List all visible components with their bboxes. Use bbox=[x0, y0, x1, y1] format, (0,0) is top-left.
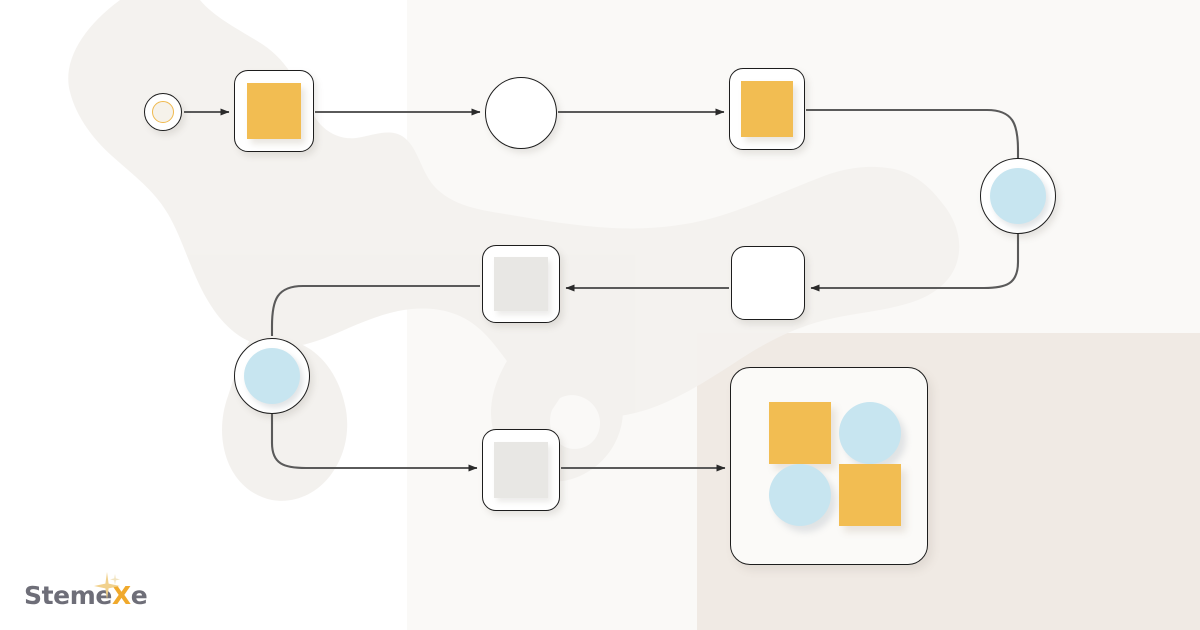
task-grey-square-icon bbox=[494, 442, 548, 498]
task-node-grey-1[interactable] bbox=[482, 245, 560, 323]
gateway-node-white-1[interactable] bbox=[485, 77, 557, 149]
logo-text-suffix: e bbox=[130, 580, 148, 610]
event-node-blue-right[interactable] bbox=[980, 158, 1056, 234]
group-item-square-bottom-right bbox=[839, 464, 901, 526]
group-collection-node[interactable] bbox=[730, 367, 928, 565]
logo-accent-x: X bbox=[111, 580, 131, 610]
connector-event2-to-task5 bbox=[270, 414, 478, 472]
group-item-square-top-left bbox=[769, 402, 831, 464]
brand-logo-text: StemeXe bbox=[24, 571, 148, 610]
group-item-circle-top-right bbox=[839, 402, 901, 464]
task-grey-square-icon bbox=[494, 257, 548, 311]
start-event-node[interactable] bbox=[144, 93, 182, 131]
task-node-orange-2[interactable] bbox=[729, 68, 805, 150]
connector-task4-to-event2 bbox=[270, 284, 480, 336]
start-event-inner-ring bbox=[151, 100, 175, 124]
event-blue-disc-icon bbox=[243, 347, 301, 405]
brand-logo[interactable]: StemeXe bbox=[24, 571, 148, 612]
group-item-circle-bottom-left bbox=[769, 464, 831, 526]
logo-text-prefix: Steme bbox=[24, 580, 112, 610]
connector-event1-to-task3 bbox=[810, 234, 1020, 292]
task-node-grey-2[interactable] bbox=[482, 429, 560, 511]
task-orange-square-icon bbox=[741, 81, 793, 137]
connector-task2-to-event1 bbox=[806, 108, 1020, 160]
task-orange-square-icon bbox=[246, 83, 302, 139]
task-node-empty-white[interactable] bbox=[731, 246, 805, 320]
task-node-orange-1[interactable] bbox=[234, 70, 314, 152]
event-node-blue-left[interactable] bbox=[234, 338, 310, 414]
event-blue-disc-icon bbox=[989, 167, 1047, 225]
